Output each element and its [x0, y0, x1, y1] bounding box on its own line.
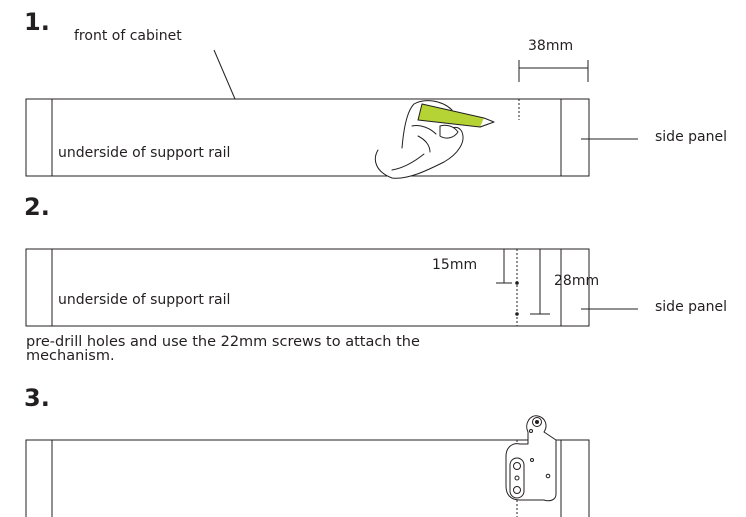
- step2-rail: [25, 248, 590, 327]
- mechanism-bracket-icon: [505, 415, 557, 502]
- dimension-28mm-label: 28mm: [554, 273, 600, 289]
- underside-label-1: underside of support rail: [58, 145, 231, 161]
- step3-rail: [25, 439, 590, 517]
- side-panel-label-1: side panel: [655, 129, 727, 145]
- front-of-cabinet-label: front of cabinet: [74, 28, 182, 44]
- step-number-2: 2.: [24, 193, 50, 221]
- hand-pencil-icon: [374, 100, 495, 179]
- step-number-3: 3.: [24, 384, 50, 412]
- dimension-38mm: [518, 60, 589, 120]
- underside-label-2: underside of support rail: [58, 292, 231, 308]
- dimension-15mm-label: 15mm: [432, 257, 478, 273]
- dimension-28mm: [530, 248, 550, 315]
- instruction-text: pre-drill holes and use the 22mm screws …: [26, 334, 420, 364]
- side-panel-label-2: side panel: [655, 299, 727, 315]
- front-leader-line: [213, 49, 236, 100]
- step1-rail: [25, 98, 590, 177]
- step-number-1: 1.: [24, 8, 50, 36]
- dimension-15mm: [496, 248, 512, 284]
- dimension-38mm-label: 38mm: [528, 38, 574, 54]
